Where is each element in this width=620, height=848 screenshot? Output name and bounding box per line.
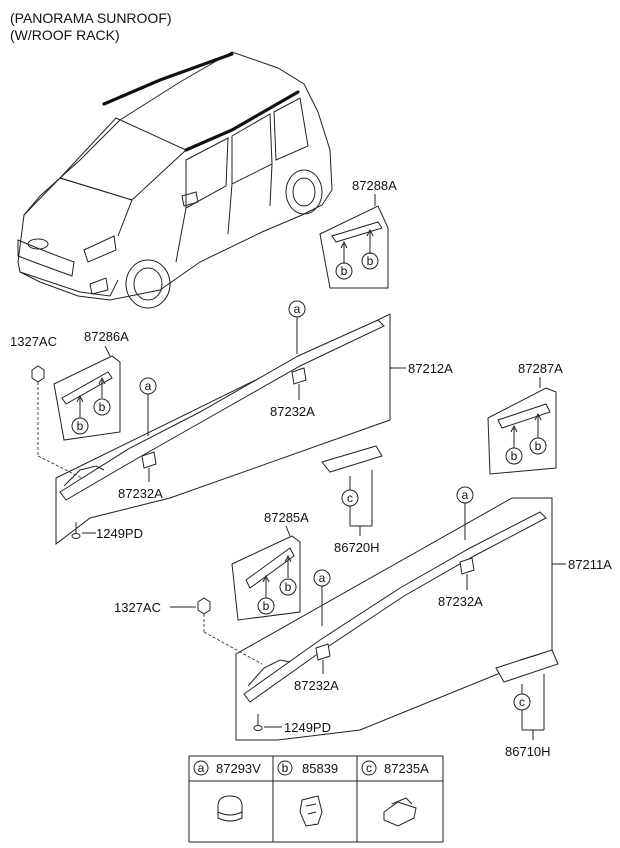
label-87288A: 87288A [352,178,397,193]
garnish-87285A [245,547,295,589]
callout-b-label: b [263,599,270,613]
callout-c-label: c [366,761,372,775]
callout-c-label: c [347,491,353,505]
callout-b-label: b [282,761,289,775]
header-line-1: (PANORAMA SUNROOF) [10,10,172,26]
callout-a-label: a [145,379,152,393]
label-87232A-1: 87232A [270,404,315,419]
bolt-1249PD-2 [253,725,263,731]
legend-table: a 87293V b 85839 c 87235A [188,755,444,843]
callout-b-label: b [511,449,518,463]
clip-87232A-4 [315,643,331,661]
roof-rack-rail-87212A [59,319,385,501]
cover-86710H [495,649,559,683]
callout-b-label: b [341,264,348,278]
nut-1327AC-top [31,365,45,383]
label-1249PD-2: 1249PD [284,720,331,735]
callout-c-label: c [519,695,525,709]
part-group-86720H: c 86720H [321,445,383,555]
label-1327AC-bottom: 1327AC [114,600,161,615]
roof-rack-rail-87211A [243,511,547,703]
label-1327AC-top: 1327AC [10,334,57,349]
clip-87232A-3 [459,557,475,575]
label-86710H: 86710H [505,744,551,759]
legend-part-a: 87293V [216,761,261,776]
garnish-87286A [61,371,113,405]
garnish-87288A [331,221,383,243]
callout-b-label: b [367,254,374,268]
bolt-1249PD-1 [71,533,81,539]
label-86720H: 86720H [334,540,380,555]
garnish-87287A [497,403,551,429]
clip-87232A-2 [141,451,157,469]
label-87232A-3: 87232A [438,594,483,609]
label-87232A-4: 87232A [294,678,339,693]
label-87286A: 87286A [84,329,129,344]
callout-b-label: b [535,439,542,453]
callout-a-label: a [319,571,326,585]
legend-part-b: 85839 [302,761,338,776]
part-group-87288A: 87288A b b [319,178,397,289]
label-87285A: 87285A [264,510,309,525]
callout-b-label: b [77,419,84,433]
part-group-86710H: c 86710H [495,649,559,759]
cover-86720H [321,445,383,473]
cap-87293V-icon [217,795,243,822]
label-1249PD-1: 1249PD [96,526,143,541]
callout-b-label: b [99,400,106,414]
callout-a-label: a [198,761,205,775]
part-group-87285A: 87285A b b [231,510,309,621]
nut-1327AC-bottom [197,597,211,615]
clip-85839-icon [299,795,323,827]
callout-b-label: b [285,580,292,594]
label-87211A: 87211A [568,557,612,572]
callout-a-label: a [462,488,469,502]
part-group-87287A: 87287A b b [487,361,563,475]
label-87232A-2: 87232A [118,486,163,501]
callout-a-label: a [294,302,301,316]
clip-87235A-icon [383,797,417,827]
clip-87232A-1 [291,367,307,385]
legend-part-c: 87235A [384,761,429,776]
label-87287A: 87287A [518,361,563,376]
label-87212A: 87212A [408,361,453,376]
header-line-2: (W/ROOF RACK) [10,27,120,43]
part-group-87211A: 1327AC a a 87232A 87232A 87211A 1249PD [114,486,612,741]
car-illustration [17,51,333,309]
part-group-87212A: 1327AC 87286A b b a a 87232A 87232A 8721… [10,300,453,546]
